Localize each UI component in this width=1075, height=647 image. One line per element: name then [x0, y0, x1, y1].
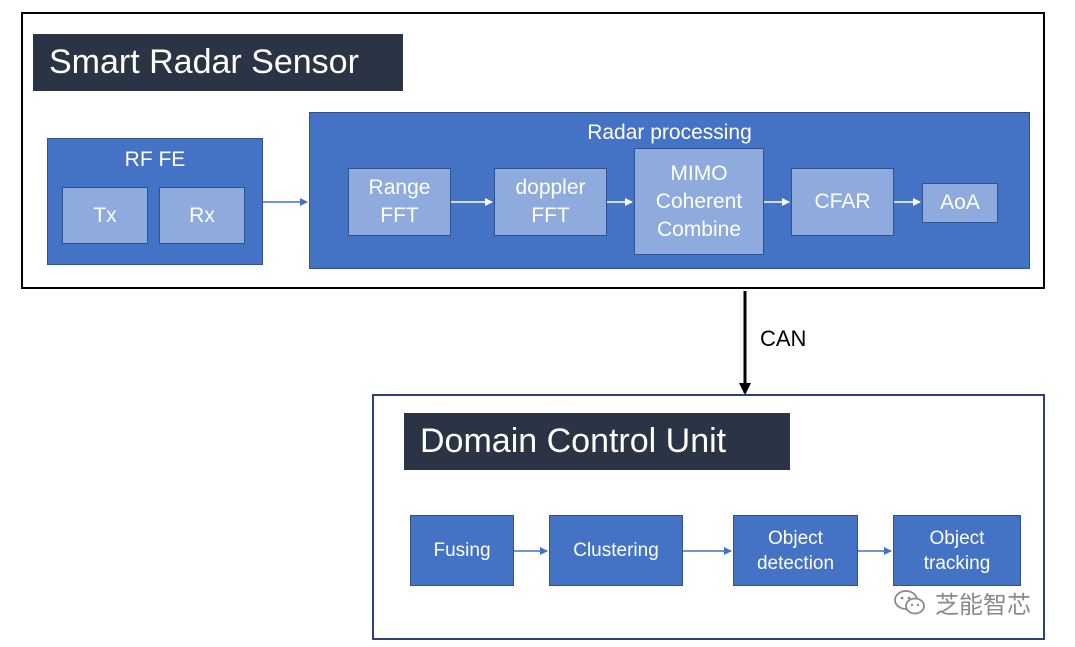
- smart-radar-sensor-frame: [21, 12, 1045, 289]
- domain-control-unit-title: Domain Control Unit: [404, 413, 790, 470]
- clustering-block: Clustering: [549, 515, 683, 586]
- fusing-block: Fusing: [410, 515, 514, 586]
- rx-block: Rx: [159, 187, 245, 244]
- wechat-icon: [894, 589, 925, 614]
- rf-fe-label: RF FE: [124, 148, 186, 171]
- radar-processing-label: Radar processing: [587, 121, 752, 144]
- domain-control-unit-frame: [372, 394, 1045, 640]
- can-label: CAN: [760, 326, 807, 351]
- aoa-block: AoA: [922, 183, 998, 223]
- watermark-text: 芝能智芯: [935, 592, 1031, 619]
- cfar-block: CFAR: [791, 168, 894, 236]
- smart-radar-sensor-title: Smart Radar Sensor: [33, 34, 403, 91]
- watermark: 芝能智芯: [893, 585, 1031, 620]
- tx-block: Tx: [62, 187, 148, 244]
